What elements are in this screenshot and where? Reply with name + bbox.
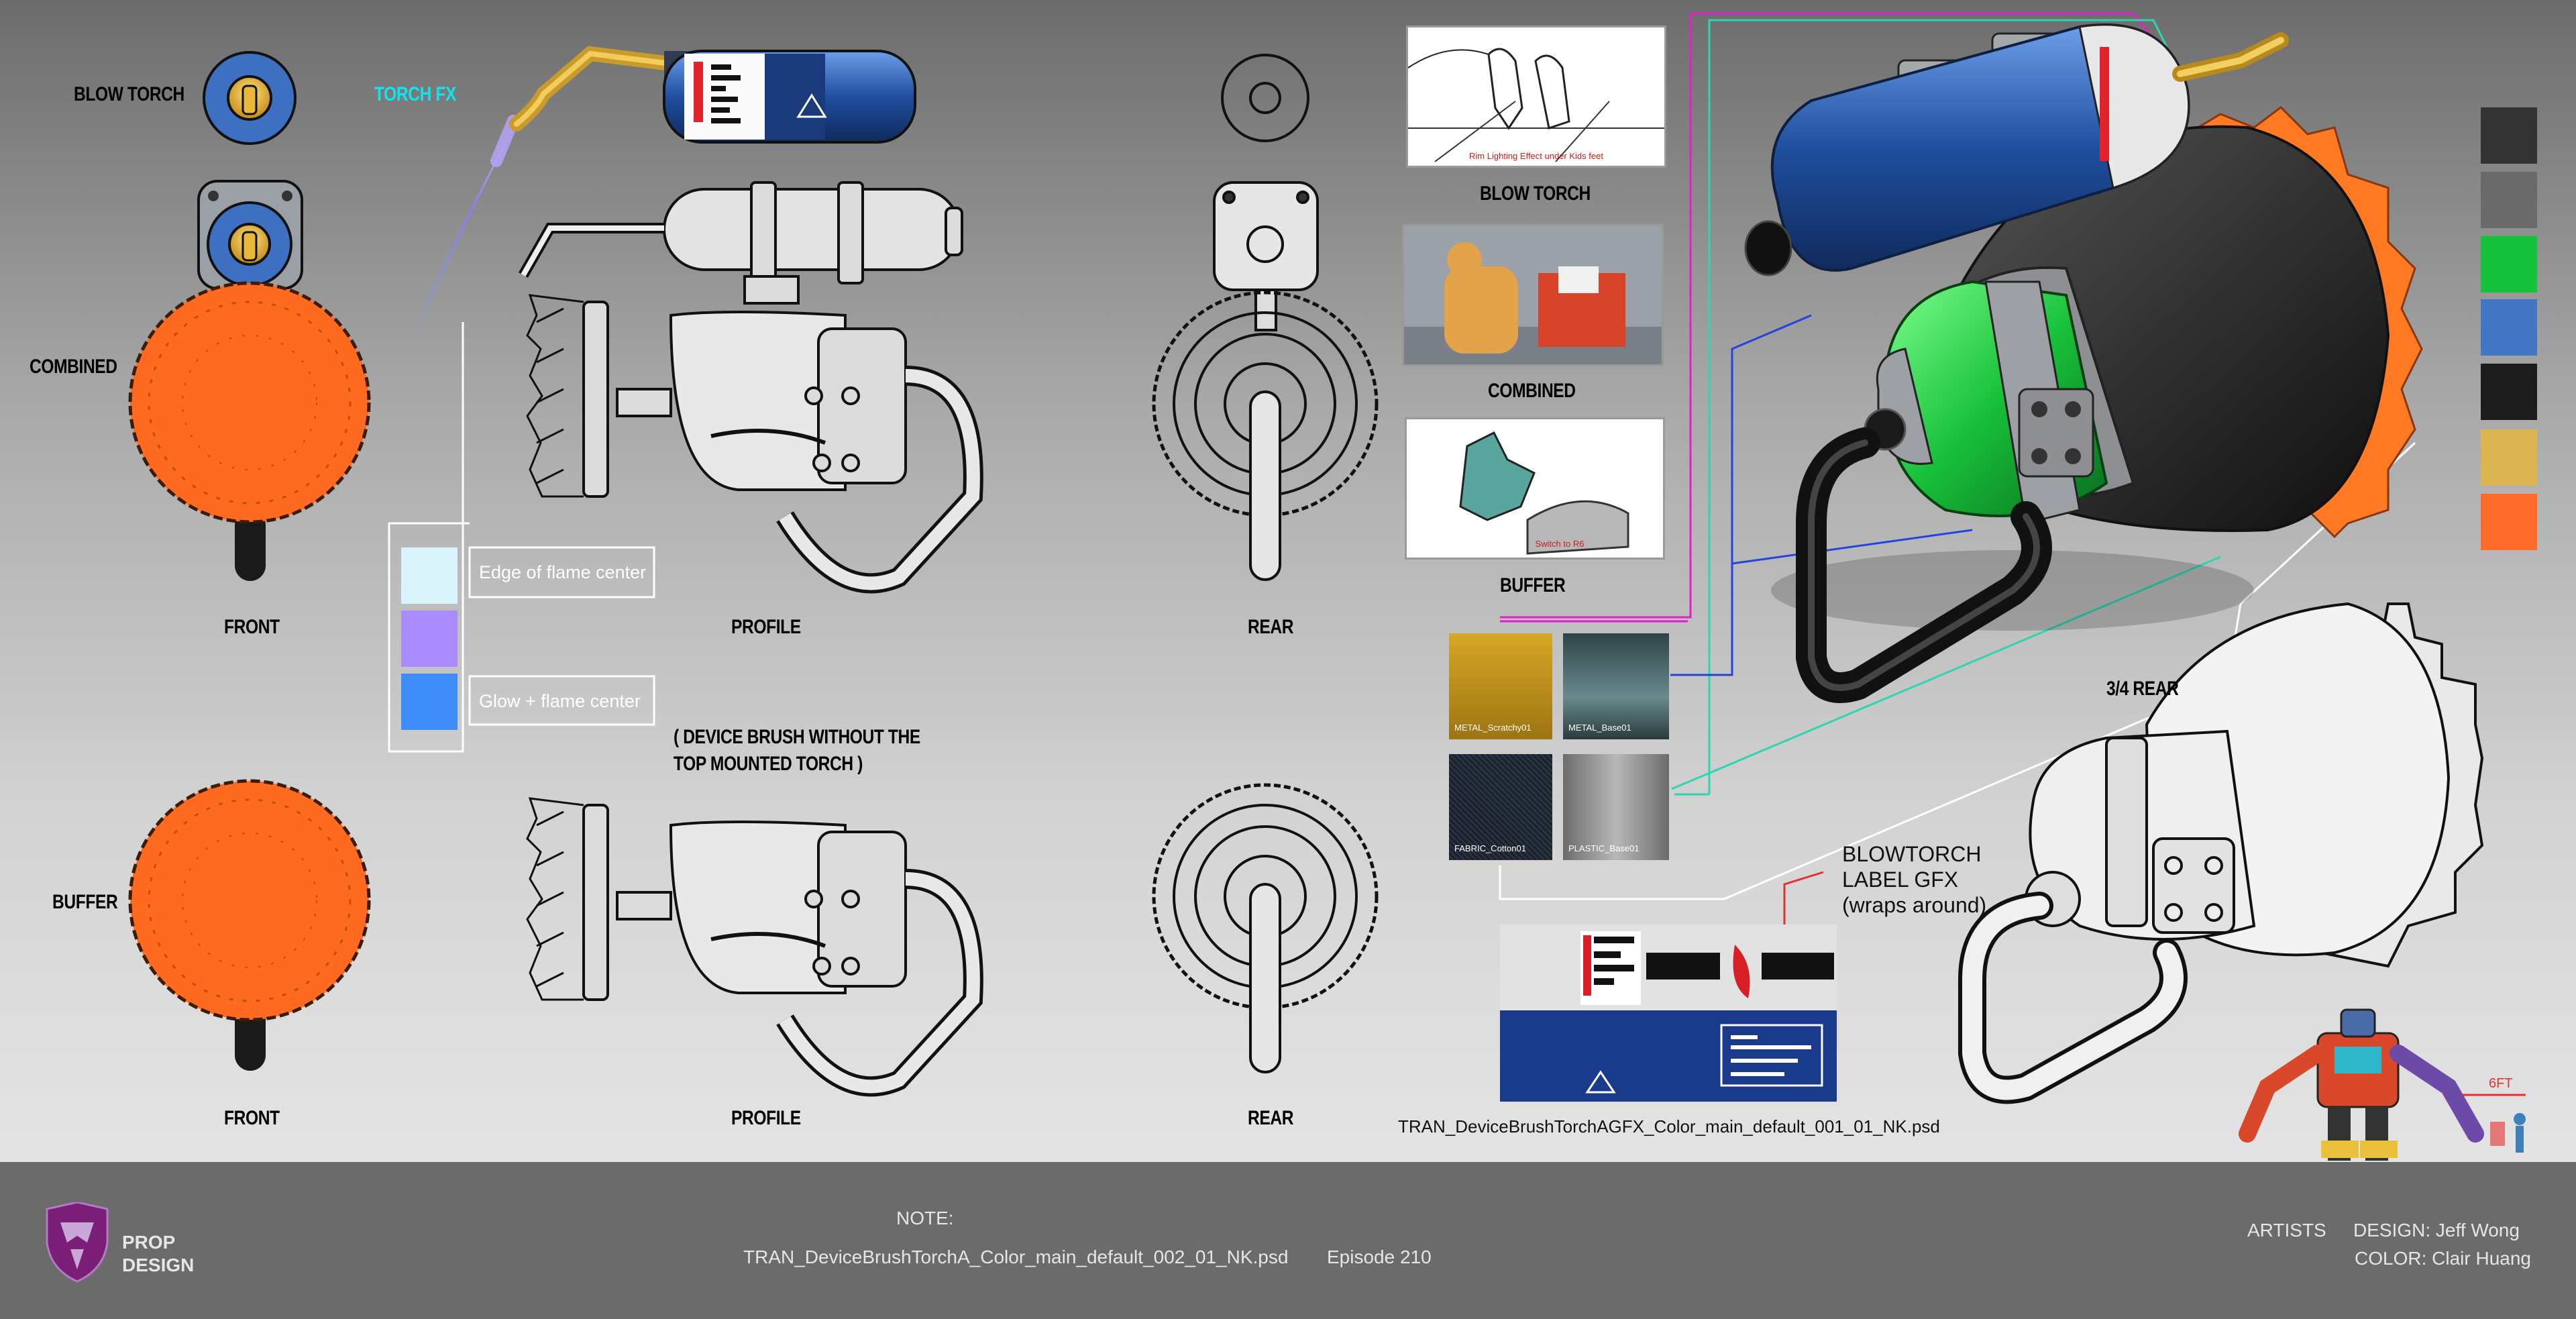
three-quarter-rear-label: 3/4 REAR [2106,678,2179,700]
blowtorch-front-label: BLOW TORCH [74,83,184,105]
device-note-line2: TOP MOUNTED TORCH ) [674,753,863,775]
storyboard-buffer-caption: Switch to R6 [1536,539,1585,549]
drawings-layer [128,12,2526,1161]
buffer-profile-drawing [526,797,983,1097]
combined-label: COMBINED [30,356,117,378]
palette-swatch-6 [2481,429,2537,486]
blowtorch-rear-drawing [1221,54,1309,142]
storyboard-label-combined: COMBINED [1488,380,1576,402]
footer-filename: TRAN_DeviceBrushTorchA_Color_main_defaul… [743,1247,1289,1267]
combined-front-drawing [128,180,371,581]
storyboard-combined [1402,224,1664,366]
front-label-top: FRONT [224,616,280,638]
scale-height-label: 6FT [2489,1076,2513,1091]
profile-label-bottom: PROFILE [731,1107,801,1129]
color-credit: COLOR: Clair Huang [2355,1248,2531,1269]
note-label: NOTE: [896,1208,954,1228]
combined-rear-drawing [1152,181,1379,581]
storyboard-label-blowtorch: BLOW TORCH [1480,182,1591,205]
three-quarter-rear-drawing [1958,602,2484,1104]
flame-swatch-mid [401,611,458,667]
label-gfx-filename: TRAN_DeviceBrushTorchAGFX_Color_main_def… [1398,1116,1940,1137]
callout-leader-lines [1499,12,2416,929]
rear-label-top: REAR [1248,616,1294,638]
label-gfx-artwork [1500,925,1837,1102]
flame-edge-label: Edge of flame center [479,562,647,582]
material-metal-scratchy: METAL_Scratchy01 [1449,633,1552,739]
palette-swatch-2 [2481,172,2537,228]
design-credit: DESIGN: Jeff Wong [2353,1220,2520,1241]
material-metal-base: METAL_Base01 [1563,633,1669,739]
buffer-front-drawing [128,779,371,1071]
flame-legend-frame [388,322,655,753]
brand-line2: DESIGN [122,1255,195,1275]
buffer-rear-drawing [1152,783,1379,1073]
palette-swatch-5 [2481,364,2537,420]
storyboard-caption: Rim Lighting Effect under Kids feet [1469,151,1603,161]
artists-label: ARTISTS [2247,1220,2326,1241]
blowtorch-front-knob [203,51,297,145]
flame-swatch-edge [401,547,458,604]
footer-bar: PROP DESIGN NOTE: TRAN_DeviceBrushTorchA… [0,1162,2576,1319]
front-label-bottom: FRONT [224,1107,280,1129]
palette-swatch-3 [2481,236,2537,293]
rear-label-bottom: REAR [1248,1107,1294,1129]
combined-profile-drawing [519,181,983,594]
colored-3d-model [1744,23,2423,703]
torch-fx-label: TORCH FX [374,83,457,105]
device-note-line1: ( DEVICE BRUSH WITHOUT THE [674,726,920,748]
palette-swatch-7 [2481,494,2537,550]
brand-line1: PROP [122,1232,176,1253]
episode-label: Episode 210 [1327,1247,1432,1267]
transformers-logo-icon [46,1202,109,1283]
buffer-label: BUFFER [52,891,118,913]
torch-fx-drawing [402,46,916,362]
palette-swatch-1 [2481,107,2537,164]
label-gfx-title: BLOWTORCH LABEL GFX (wraps around) [1842,842,1987,917]
storyboard-label-buffer: BUFFER [1500,574,1566,596]
material-plastic-base: PLASTIC_Base01 [1563,754,1669,860]
storyboard-blowtorch: Rim Lighting Effect under Kids feet [1406,25,1666,168]
profile-label-top: PROFILE [731,616,801,638]
scale-reference-figures [2239,1008,2526,1161]
storyboard-buffer: Switch to R6 [1405,417,1665,560]
flame-swatch-glow [401,674,458,730]
prop-sheet: BLOW TORCH TORCH FX COMBINED FRONT PROFI… [0,0,2576,1162]
palette-swatch-4 [2481,299,2537,356]
material-fabric-cotton: FABRIC_Cotton01 [1449,754,1552,860]
flame-glow-label: Glow + flame center [479,691,641,711]
